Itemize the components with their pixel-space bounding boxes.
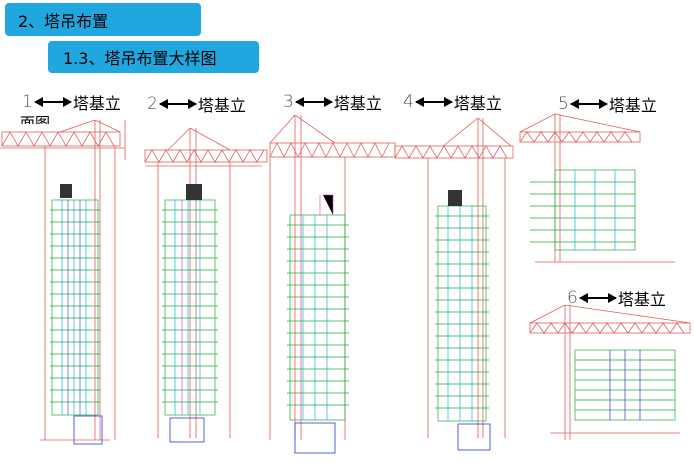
drawing-number: 3: [283, 92, 294, 112]
tower-crane-elevation-drawing-3: [269, 115, 396, 454]
double-arrow-icon: [414, 96, 453, 108]
drawing-title: 塔基立: [197, 96, 246, 115]
double-arrow-icon: [578, 292, 617, 304]
drawing-title: 塔基立: [617, 290, 666, 309]
drawing-title: 塔基立: [333, 94, 382, 113]
double-arrow-icon: [33, 96, 72, 108]
tower-crane-elevation-drawing-1: [0, 120, 126, 445]
double-arrow-icon: [158, 98, 197, 110]
drawing-label-3: 3 塔基立: [283, 90, 382, 114]
subsection-banner: 1.3、塔吊布置大样图: [48, 41, 259, 73]
drawing-label-4: 4 塔基立: [403, 90, 502, 114]
drawing-label-6: 6 塔基立: [567, 286, 666, 310]
tower-crane-elevation-drawing-5: [519, 113, 675, 263]
drawing-title-continuation: 面图: [20, 114, 51, 124]
drawing-number: 1: [22, 92, 33, 112]
drawing-number: 5: [558, 94, 569, 114]
drawing-label-1: 1 塔基立: [22, 90, 121, 114]
drawing-title: 塔基立: [72, 94, 121, 113]
drawing-title: 塔基立: [608, 96, 657, 115]
drawing-number: 2: [147, 94, 158, 114]
drawing-title: 塔基立: [453, 94, 502, 113]
tower-crane-elevation-drawing-4: [394, 118, 514, 451]
drawing-number: 6: [567, 288, 578, 308]
double-arrow-icon: [569, 98, 608, 110]
section-banner: 2、塔吊布置: [5, 3, 201, 36]
drawing-label-2: 2 塔基立: [147, 92, 246, 116]
section-title: 2、塔吊布置: [18, 11, 109, 31]
double-arrow-icon: [294, 96, 333, 108]
drawing-label-5: 5 塔基立: [558, 92, 657, 116]
subsection-title: 1.3、塔吊布置大样图: [63, 49, 217, 68]
tower-crane-elevation-drawing-2: [144, 127, 268, 443]
tower-crane-elevation-drawing-6: [529, 305, 691, 440]
drawing-number: 4: [403, 92, 414, 112]
